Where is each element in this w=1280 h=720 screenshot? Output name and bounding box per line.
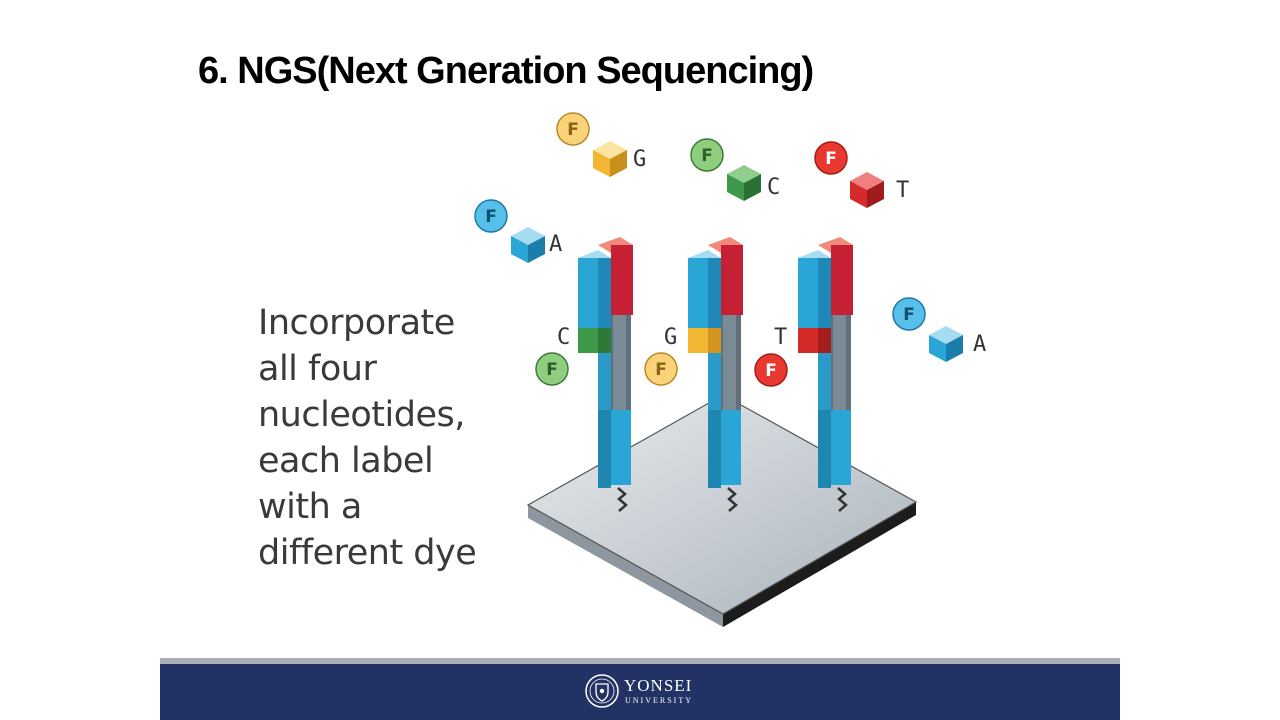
- strand-anchor: [727, 487, 738, 512]
- university-emblem-icon: [585, 674, 619, 708]
- nucleotide-cube: [850, 172, 884, 208]
- complement-cap: [818, 237, 853, 315]
- fluorescent-dye-tag: F: [814, 141, 848, 175]
- logo-name: YONSEI: [624, 676, 693, 695]
- base-label: A: [549, 232, 562, 257]
- ngs-diagram: C G: [474, 112, 986, 627]
- released-dye: F: [644, 352, 678, 386]
- slide-title: 6. NGS(Next Gneration Sequencing): [198, 50, 814, 92]
- caption-text: Incorporate all four nucleotides, each l…: [258, 300, 477, 576]
- primer-strand: [688, 250, 721, 488]
- footer-bar: [160, 664, 1120, 720]
- dna-strand: T: [774, 237, 853, 512]
- base-label: C: [767, 175, 780, 200]
- base-label: A: [973, 332, 986, 357]
- fluorescent-dye-tag: F: [892, 297, 926, 331]
- logo-subtitle: UNIVERSITY: [625, 696, 693, 705]
- incorporated-nucleotide: C: [557, 325, 611, 353]
- dye-label: F: [903, 305, 915, 325]
- complement-cap: [598, 237, 633, 315]
- strand-anchor: [837, 487, 848, 512]
- base-label: C: [557, 325, 570, 350]
- footer-divider: [160, 658, 1120, 664]
- fluorescent-dye-tag: F: [556, 112, 590, 146]
- strand-anchor: [617, 487, 628, 512]
- complement-cap: [708, 237, 743, 315]
- nucleotide-cube: [727, 165, 761, 201]
- released-dye: F: [754, 353, 788, 387]
- dye-label: F: [825, 149, 837, 169]
- caption-line: Incorporate: [258, 303, 455, 343]
- dye-label: F: [485, 207, 497, 227]
- base-label: G: [664, 325, 677, 350]
- dye-label: F: [546, 360, 558, 380]
- primer-strand: [798, 250, 831, 488]
- dna-strand: C: [557, 237, 633, 512]
- primer-strand: [578, 250, 611, 488]
- free-nucleotide: F A: [474, 199, 562, 263]
- yonsei-logo: YONSEI UNIVERSITY: [585, 674, 705, 710]
- dye-label: F: [567, 120, 579, 140]
- caption-line: different dye: [258, 533, 477, 573]
- free-nucleotide: F C: [690, 138, 780, 201]
- incorporated-nucleotide: T: [774, 325, 831, 353]
- dye-label: F: [655, 360, 667, 380]
- nucleotide-cube: [511, 227, 545, 263]
- released-dye: F: [535, 352, 569, 386]
- free-nucleotide: F G: [556, 112, 646, 177]
- base-label: T: [774, 325, 787, 350]
- dna-strand: G: [664, 237, 743, 512]
- base-label: G: [633, 147, 646, 172]
- caption-line: each label: [258, 441, 434, 481]
- nucleotide-cube: [929, 326, 963, 362]
- caption-line: nucleotides,: [258, 395, 465, 435]
- free-nucleotide: F A: [892, 297, 986, 362]
- fluorescent-dye-tag: F: [690, 138, 724, 172]
- dye-label: F: [701, 146, 713, 166]
- nucleotide-cube: [593, 141, 627, 177]
- fluorescent-dye-tag: F: [474, 199, 508, 233]
- base-label: T: [896, 178, 909, 203]
- dye-label: F: [765, 361, 777, 381]
- free-nucleotide: F T: [814, 141, 909, 208]
- incorporated-nucleotide: G: [664, 325, 721, 353]
- caption-line: with a: [258, 487, 362, 527]
- caption-line: all four: [258, 349, 377, 389]
